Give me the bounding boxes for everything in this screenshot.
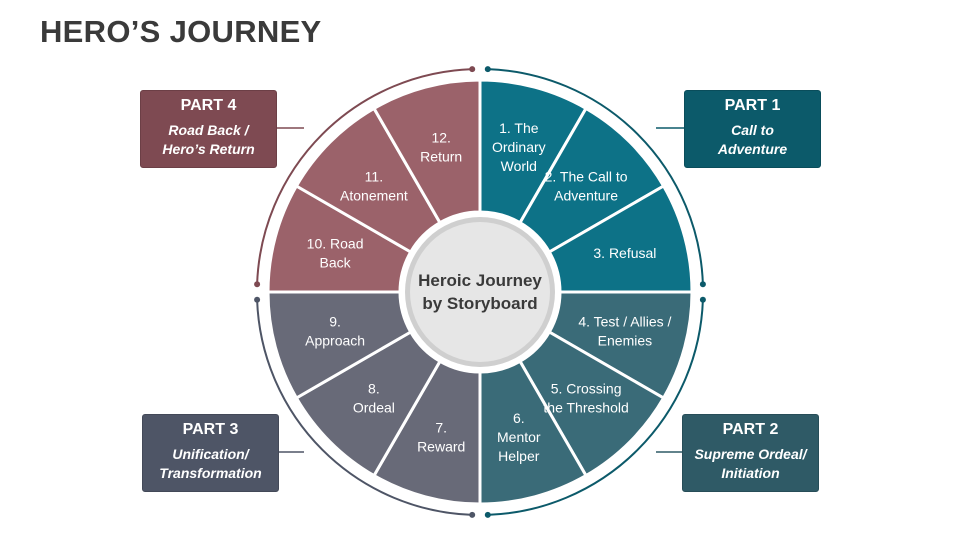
ring-dot	[469, 66, 476, 73]
stage-6-label: 6.	[513, 410, 525, 426]
stage-2-label: Adventure	[554, 187, 618, 203]
ring-arc-4	[256, 68, 473, 285]
ring-dot	[254, 281, 261, 288]
part-4-text: Road Back / Hero’s Return	[162, 122, 255, 157]
stage-6-label: Mentor	[497, 429, 541, 445]
center-circle	[410, 222, 550, 362]
ring-dot	[699, 281, 706, 288]
center-label-line-1: Heroic Journey	[418, 271, 542, 290]
ring-arc-2	[487, 299, 704, 516]
stage-1-label: World	[501, 158, 537, 174]
part-3-text: Unification/ Transformation	[159, 446, 262, 481]
stage-1-label: Ordinary	[492, 139, 546, 155]
stage-10-label: 10. Road	[307, 236, 364, 252]
stage-segment-12	[372, 78, 482, 225]
stage-9-label: Approach	[305, 332, 365, 348]
stage-10-label: Back	[320, 255, 352, 271]
stage-7-label: Reward	[417, 438, 465, 454]
stage-4-label: 4. Test / Allies /	[578, 313, 671, 329]
ring-dot	[699, 296, 706, 303]
stage-8-label: 8.	[368, 381, 380, 397]
stage-8-label: Ordeal	[353, 400, 395, 416]
ring-dot	[484, 66, 491, 73]
stage-5-label: the Threshold	[543, 400, 628, 416]
stage-5-label: 5. Crossing	[551, 381, 622, 397]
stage-6-label: Helper	[498, 448, 540, 464]
part-2-heading: PART 2	[722, 421, 779, 438]
ring-dot	[484, 511, 491, 518]
stage-3-label: 3. Refusal	[593, 245, 656, 261]
part-4-box: PART 4 Road Back / Hero’s Return	[140, 90, 277, 168]
part-2-box: PART 2 Supreme Ordeal/ Initiation	[682, 414, 819, 492]
part-1-text: Call to Adventure	[717, 122, 788, 157]
center-label-line-2: by Storyboard	[422, 294, 537, 313]
stage-9-label: 9.	[329, 313, 341, 329]
stage-2-label: 2. The Call to	[545, 168, 628, 184]
ring-dot	[469, 511, 476, 518]
ring-arc-3	[256, 299, 473, 516]
stage-1-label: 1. The	[499, 120, 539, 136]
stage-4-label: Enemies	[598, 332, 652, 348]
part-3-box: PART 3 Unification/ Transformation	[142, 414, 279, 492]
page-title: HERO’S JOURNEY	[40, 14, 322, 49]
stage-12-label: 12.	[431, 130, 450, 146]
part-2-text: Supreme Ordeal/ Initiation	[694, 446, 807, 481]
ring-arc-1	[487, 68, 704, 285]
stage-12-label: Return	[420, 149, 462, 165]
part-4-heading: PART 4	[180, 97, 237, 114]
part-1-box: PART 1 Call to Adventure	[684, 90, 821, 168]
part-3-heading: PART 3	[182, 421, 239, 438]
ring-dot	[254, 296, 261, 303]
part-1-heading: PART 1	[724, 97, 781, 114]
stage-11-label: Atonement	[340, 187, 408, 203]
stage-7-label: 7.	[435, 419, 447, 435]
stage-11-label: 11.	[365, 168, 383, 184]
